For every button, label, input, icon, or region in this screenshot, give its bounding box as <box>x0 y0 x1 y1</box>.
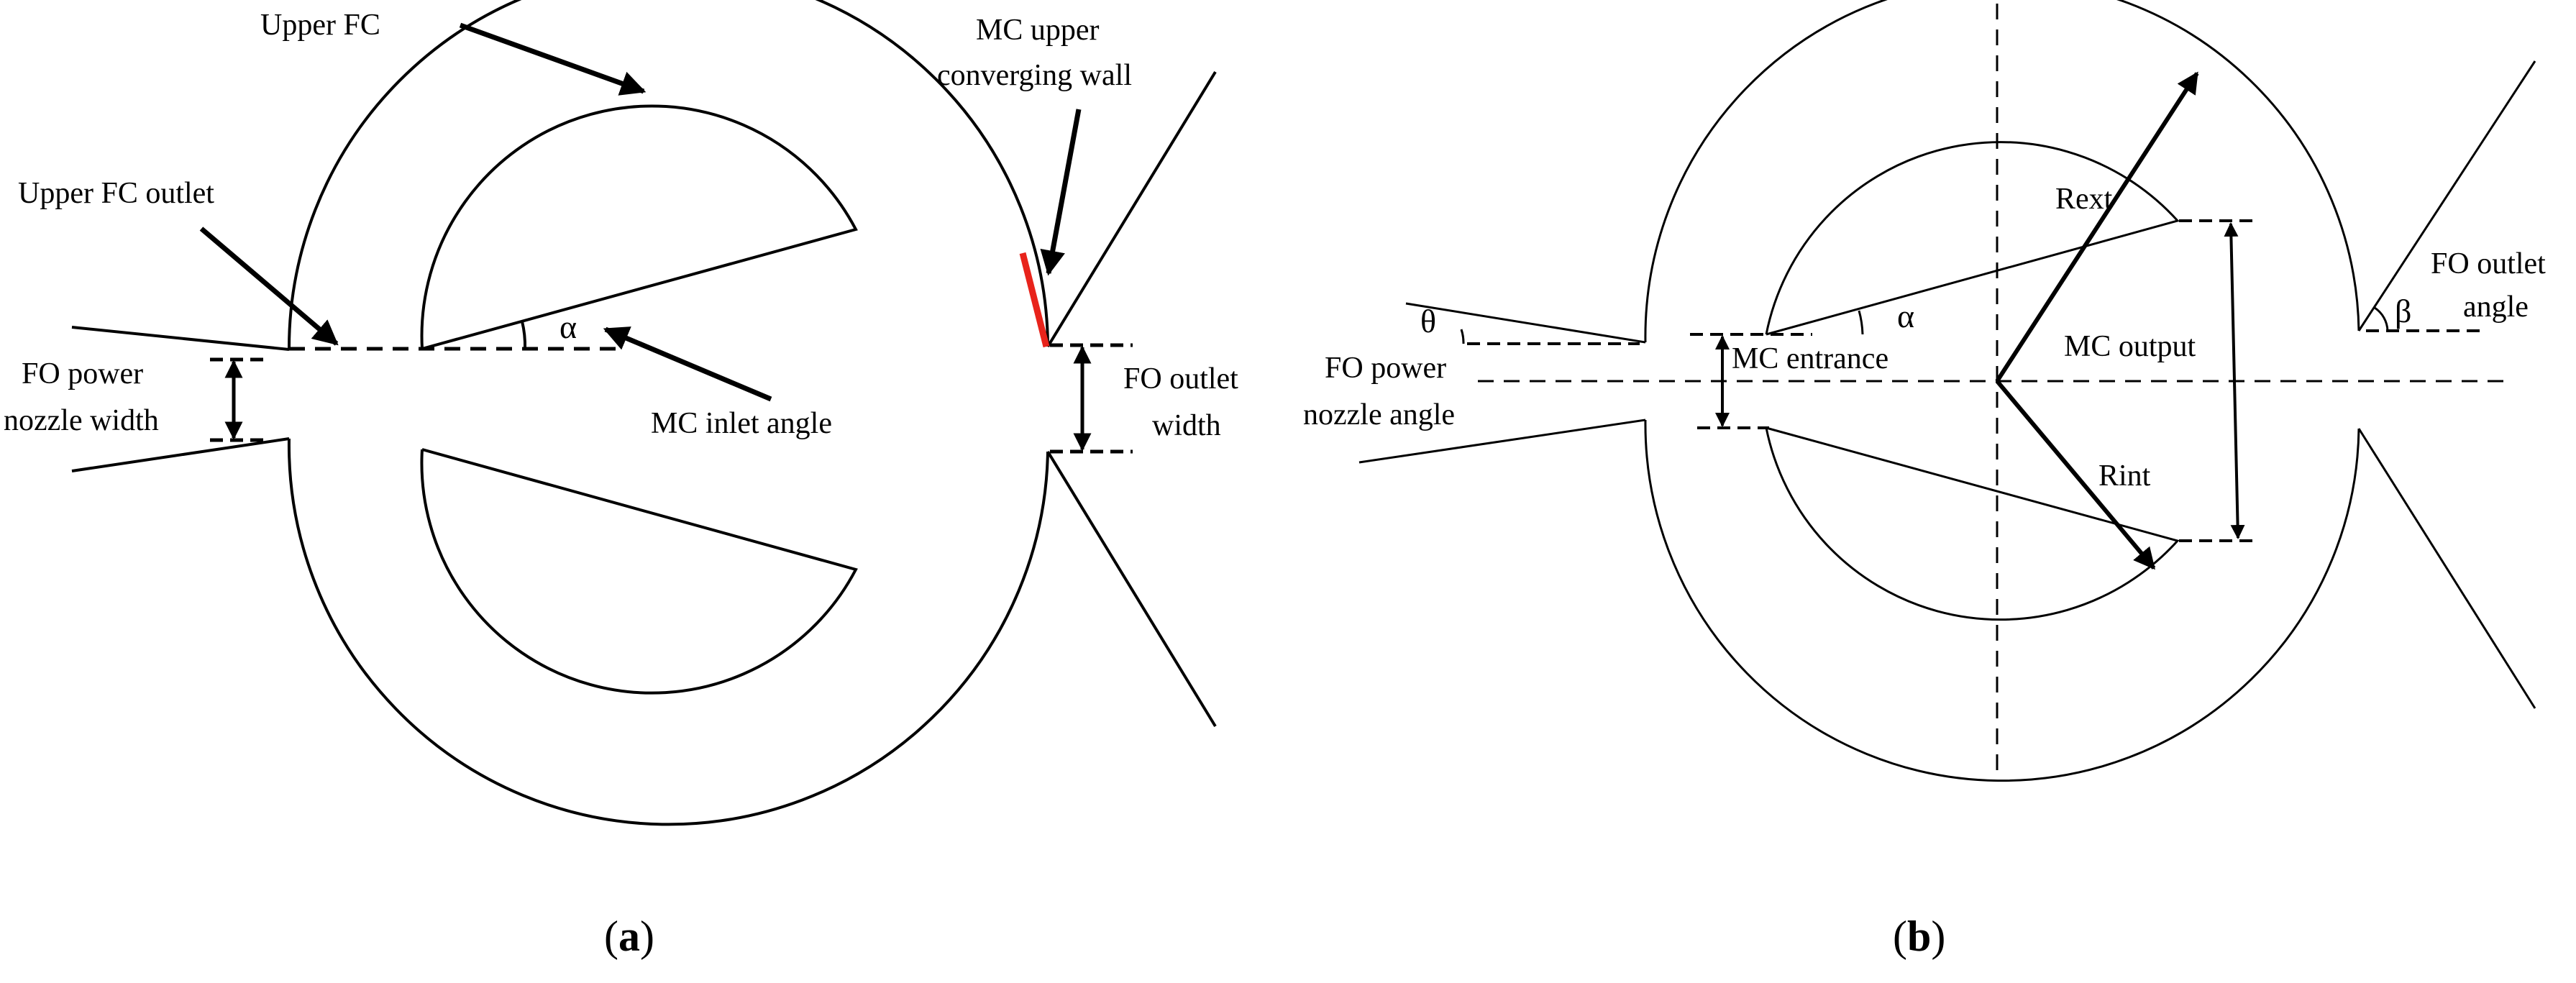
panel-b-outlet-upper <box>2357 60 2536 332</box>
panel-b-labels: Rext Rint α θ β MC entrance MC output FO… <box>1303 183 2546 960</box>
panel-a-arrow-upper-fc <box>459 22 647 96</box>
label-theta: θ <box>1420 303 1436 339</box>
label-mc-entrance: MC entrance <box>1732 342 1888 375</box>
caption-b: (b) <box>1893 913 1945 960</box>
panel-a-inlet-nozzle-lower <box>71 437 290 472</box>
panel-a-outlet-upper <box>1046 70 1217 348</box>
panel-b-beta-arc <box>2374 306 2389 332</box>
label-fo-outlet-angle-line2: angle <box>2463 291 2529 324</box>
panel-b-outlet-lower <box>2357 428 2536 709</box>
panel-b-alpha-arc <box>1858 310 1864 335</box>
caption-a: (a) <box>604 913 654 960</box>
panel-a-alpha-arc <box>521 321 527 349</box>
panel-b-inner-lower-splitter <box>1765 426 2180 621</box>
label-fo-outlet-angle-line1: FO outlet <box>2431 247 2546 280</box>
label-fo-power-line2: nozzle width <box>4 404 159 437</box>
label-mc-upper-wall-line2: converging wall <box>937 59 1132 92</box>
panel-a-outer-wall-lower <box>287 438 1049 826</box>
panel-a-inner-upper-splitter <box>420 104 858 350</box>
panel-a-diagram <box>71 0 1217 826</box>
panel-a-arrow-fc-outlet <box>199 227 339 346</box>
label-alpha-b: α <box>1897 298 1914 334</box>
panel-b-rint-arrow <box>1995 380 2156 570</box>
panel-b-theta-arc <box>1460 329 1465 344</box>
panel-b-diagram <box>1358 0 2536 782</box>
panel-b-inlet-nozzle-lower <box>1358 419 1646 464</box>
panel-b-output-arrow <box>2224 222 2245 539</box>
label-rext: Rext <box>2055 183 2113 216</box>
label-rint: Rint <box>2098 460 2151 493</box>
panel-a-arrow-converging-wall <box>1040 109 1082 276</box>
panel-a-labels: Upper FC Upper FC outlet MC upper conver… <box>4 9 1238 960</box>
label-upper-fc-outlet: Upper FC outlet <box>18 177 214 210</box>
panel-b-outer-wall-upper <box>1644 0 2360 343</box>
label-fo-nozzle-angle-line2: nozzle angle <box>1303 398 1455 431</box>
panel-b-outer-wall-lower <box>1644 419 2360 782</box>
label-fo-power-line1: FO power <box>22 357 143 390</box>
label-mc-upper-wall-line1: MC upper <box>976 14 1100 47</box>
panel-a-arrow-inlet-angle <box>603 326 772 402</box>
panel-b-inlet-nozzle-upper <box>1405 302 1646 344</box>
panel-a-inner-lower-splitter <box>420 448 858 695</box>
panel-b-inner-upper-splitter <box>1765 141 2180 336</box>
panel-a-outer-wall-upper <box>287 0 1049 350</box>
panel-a-outlet-lower <box>1046 450 1217 728</box>
label-mc-output: MC output <box>2064 330 2196 363</box>
panel-b-rext-arrow <box>1995 71 2199 383</box>
label-beta: β <box>2395 293 2411 329</box>
panel-a-mc-upper-converging-wall <box>1019 252 1050 348</box>
label-alpha-a: α <box>559 308 577 345</box>
label-fo-outlet-width-line2: width <box>1152 409 1221 442</box>
label-upper-fc: Upper FC <box>260 9 380 42</box>
panel-a-inlet-nozzle-upper <box>71 326 290 351</box>
label-fo-outlet-width-line1: FO outlet <box>1123 362 1238 396</box>
label-mc-inlet-angle: MC inlet angle <box>651 407 832 440</box>
label-fo-nozzle-angle-line1: FO power <box>1325 352 1446 385</box>
